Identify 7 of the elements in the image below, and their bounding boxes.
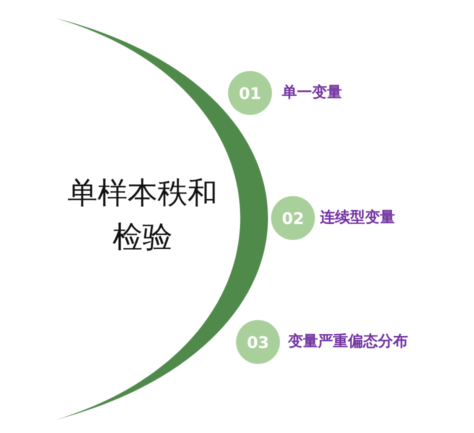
- item-label: 连续型变量: [320, 208, 395, 227]
- item-label: 变量严重偏态分布: [288, 332, 408, 351]
- step-number: 01: [238, 84, 262, 102]
- step-number: 03: [246, 332, 270, 352]
- item-label: 单一变量: [282, 83, 342, 102]
- topic-title: 单样本秩和检验: [66, 175, 218, 257]
- step-number: 02: [282, 208, 304, 228]
